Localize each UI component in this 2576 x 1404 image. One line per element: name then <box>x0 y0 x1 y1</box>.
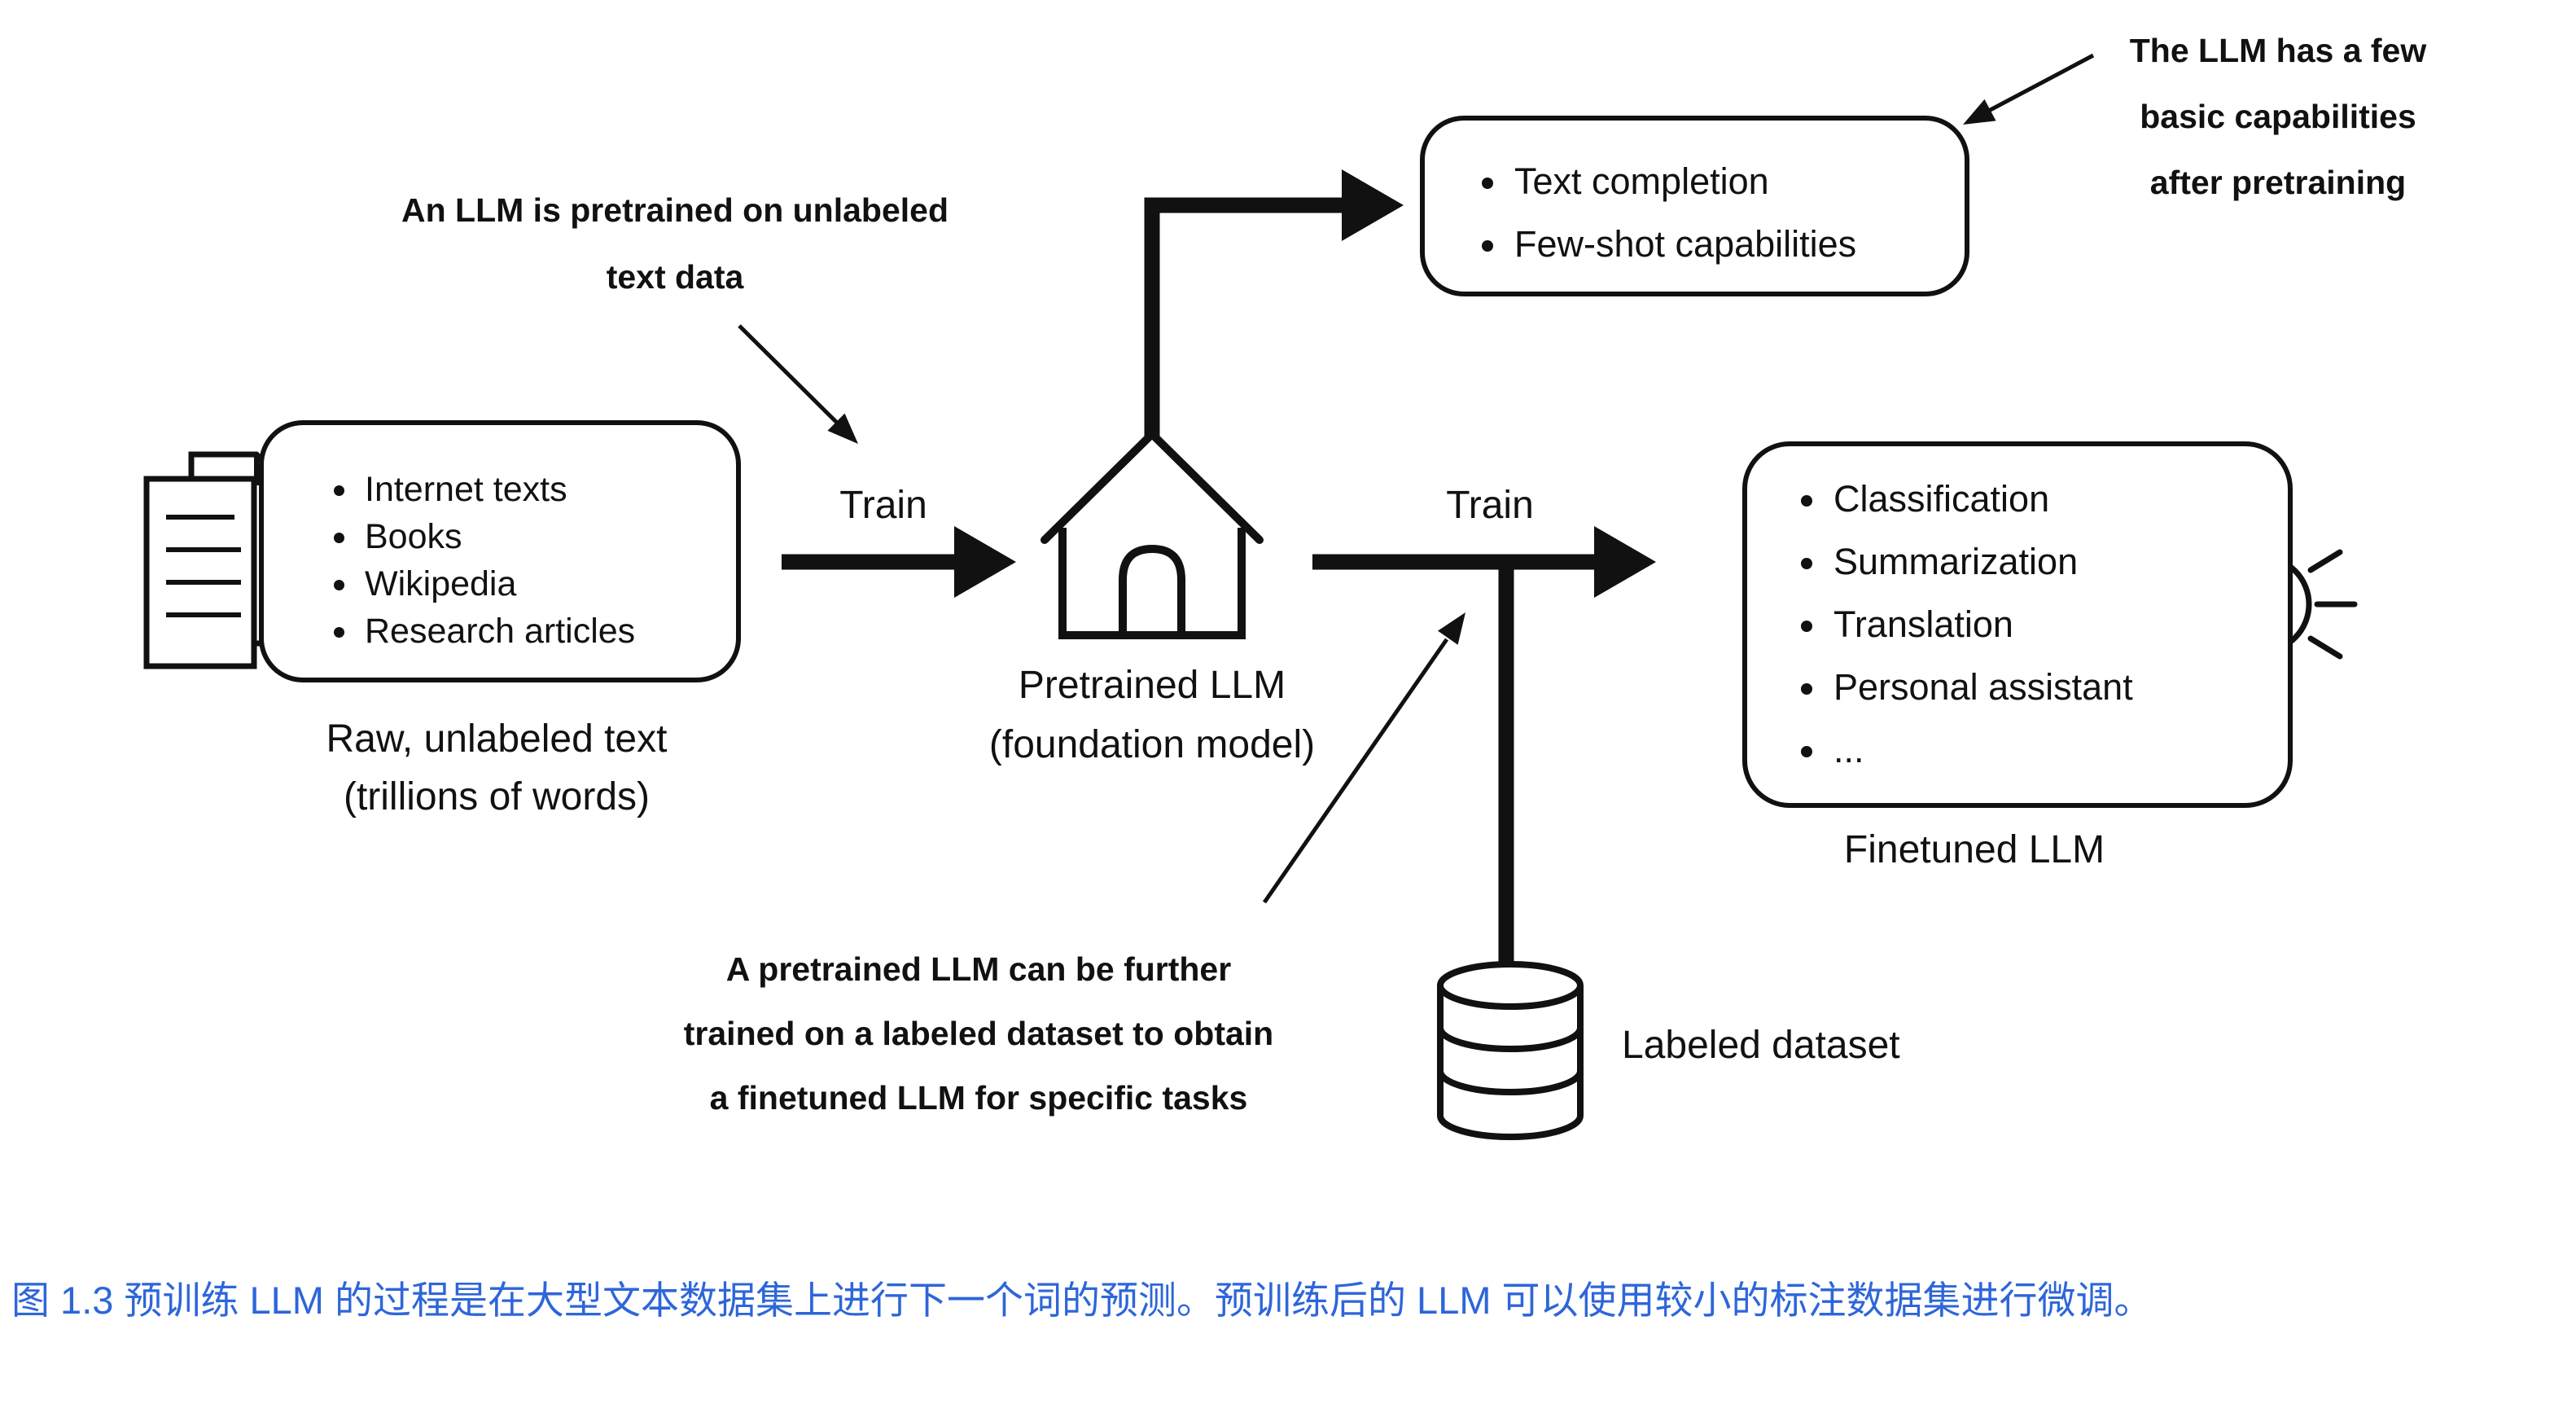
finetuned-box: Classification Summarization Translation… <box>1742 441 2293 808</box>
labeled-dataset-label: Labeled dataset <box>1622 1024 1900 1067</box>
list-item: Classification <box>1829 467 2275 530</box>
raw-text-caption-line1: Raw, unlabeled text <box>326 717 668 761</box>
pretrain-note: An LLM is pretrained on unlabeled text d… <box>401 191 948 296</box>
figure-caption: 图 1.3 预训练 LLM 的过程是在大型文本数据集上进行下一个词的预测。预训练… <box>11 1279 2153 1322</box>
pretrain-elbow-arrow <box>1144 169 1404 438</box>
list-item: ... <box>1829 718 2275 781</box>
finetune-note-arrow <box>1262 612 1465 904</box>
raw-text-caption-line2: (trillions of words) <box>343 775 651 818</box>
list-item: Summarization <box>1829 530 2275 593</box>
pretrain-note-arrow <box>738 324 858 444</box>
train-arrow-left <box>782 526 1016 598</box>
house-icon <box>1040 428 1264 639</box>
capabilities-list: Text completion Few-shot capabilities <box>1425 121 1965 275</box>
capabilities-note-arrow <box>1963 53 2095 125</box>
raw-text-caption: Raw, unlabeled text (trillions of words) <box>252 710 741 826</box>
capabilities-box: Text completion Few-shot capabilities <box>1420 116 1969 296</box>
raw-text-list: Internet texts Books Wikipedia Research … <box>264 425 736 655</box>
pretrained-llm-label: Pretrained LLM (foundation model) <box>867 656 1437 774</box>
finetuned-list: Classification Summarization Translation… <box>1747 446 2288 781</box>
list-item: Few-shot capabilities <box>1509 213 1952 275</box>
list-item: Personal assistant <box>1829 656 2275 718</box>
finetuned-llm-label: Finetuned LLM <box>1843 828 2105 871</box>
list-item: Translation <box>1829 593 2275 656</box>
raw-text-box: Internet texts Books Wikipedia Research … <box>259 420 741 682</box>
list-item: Research articles <box>360 608 723 655</box>
list-item: Books <box>360 513 723 560</box>
train-label-left: Train <box>839 484 927 527</box>
capabilities-note: The LLM has a few basic capabilities aft… <box>2129 32 2427 201</box>
train-label-right: Train <box>1446 484 1534 527</box>
train-arrow-right <box>1312 526 1656 598</box>
pretrained-llm-label-line1: Pretrained LLM <box>1018 664 1286 707</box>
list-item: Internet texts <box>360 466 723 513</box>
finetune-note: A pretrained LLM can be further trained … <box>683 950 1274 1117</box>
database-icon <box>1437 961 1584 1140</box>
list-item: Wikipedia <box>360 560 723 608</box>
pretrained-llm-label-line2: (foundation model) <box>988 723 1316 766</box>
list-item: Text completion <box>1509 150 1952 213</box>
